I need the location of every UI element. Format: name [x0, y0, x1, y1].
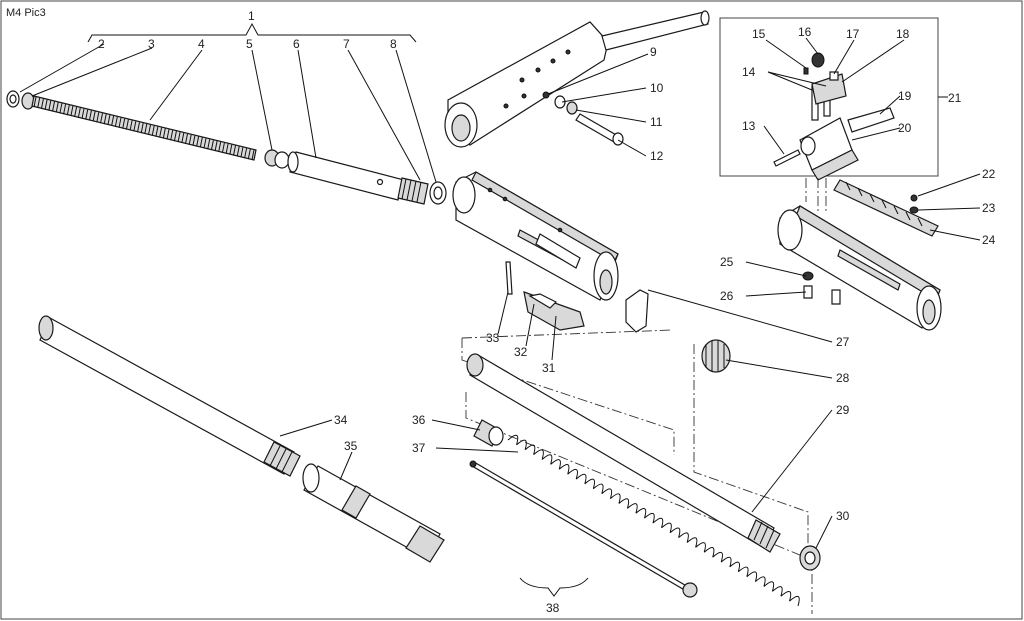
callout-28: 28	[836, 371, 850, 385]
callout-labels: 1 2 3 4 5 6 7 8 9 10 11 12 13 14 15 16 1…	[98, 9, 996, 615]
part-26-screw	[803, 285, 813, 299]
main-receiver	[452, 171, 619, 301]
callout-10: 10	[650, 81, 664, 95]
callout-12: 12	[650, 149, 664, 163]
part-6-tube	[287, 151, 405, 201]
alignment-lines	[461, 329, 813, 614]
callout-21: 21	[948, 91, 962, 105]
callout-26: 26	[720, 289, 734, 303]
callout-13: 13	[742, 119, 756, 133]
part-32-lever	[528, 293, 558, 309]
callout-34: 34	[334, 413, 348, 427]
part-15-pin	[803, 67, 809, 75]
part-19-plate	[847, 107, 895, 133]
callout-27: 27	[836, 335, 850, 349]
callout-36: 36	[412, 413, 426, 427]
callout-22: 22	[982, 167, 996, 181]
callout-20: 20	[898, 121, 912, 135]
callout-38: 38	[546, 601, 560, 615]
part-12-bolt	[575, 113, 619, 143]
rail-and-receiver	[777, 179, 942, 331]
callout-29: 29	[836, 403, 850, 417]
part-30-end-cap	[799, 545, 821, 571]
callout-9: 9	[650, 45, 657, 59]
callout-30: 30	[836, 509, 850, 523]
part-1-assembly	[6, 22, 447, 205]
part-22-screw	[910, 194, 918, 202]
callout-1: 1	[248, 9, 255, 23]
part-16-knob	[811, 52, 825, 68]
callout-37: 37	[412, 441, 426, 455]
part-7-knurled-end	[397, 177, 429, 205]
leader-lines	[19, 37, 981, 549]
callout-35: 35	[344, 439, 358, 453]
callout-3: 3	[148, 37, 155, 51]
callout-24: 24	[982, 233, 996, 247]
part-23-washer	[909, 206, 919, 214]
callout-15: 15	[752, 27, 766, 41]
part-33-pin	[505, 261, 513, 295]
callout-23: 23	[982, 201, 996, 215]
callout-6: 6	[293, 37, 300, 51]
part-35-sleeve	[302, 463, 445, 563]
trigger-group	[505, 261, 649, 333]
callout-8: 8	[390, 37, 397, 51]
part-13-screw	[773, 149, 801, 167]
part-27-guard	[625, 289, 649, 333]
part-38-rod	[469, 460, 698, 598]
scope-mount-inset	[719, 17, 948, 212]
part-34-barrel	[38, 315, 301, 477]
part-28-knurled-ring	[701, 339, 731, 373]
callout-18: 18	[896, 27, 910, 41]
part-29-tube	[466, 353, 781, 553]
part-11-washer	[566, 101, 578, 115]
callout-5: 5	[246, 37, 253, 51]
callout-25: 25	[720, 255, 734, 269]
callout-11: 11	[650, 115, 663, 129]
part-9-screw	[542, 91, 550, 99]
part-4-spring	[31, 95, 257, 161]
callout-4: 4	[198, 37, 205, 51]
callout-19: 19	[898, 89, 912, 103]
part-25-nut	[802, 271, 814, 281]
callout-33: 33	[486, 331, 500, 345]
figure-title: M4 Pic3	[6, 7, 46, 19]
callout-31: 31	[542, 361, 556, 375]
callout-16: 16	[798, 25, 812, 39]
part-37-spring	[507, 434, 800, 607]
callout-17: 17	[846, 27, 860, 41]
callout-7: 7	[343, 37, 350, 51]
upper-housing	[444, 10, 710, 148]
callout-14: 14	[742, 65, 756, 79]
callout-2: 2	[98, 37, 105, 51]
part-36-bushing	[473, 419, 504, 447]
callout-32: 32	[514, 345, 528, 359]
